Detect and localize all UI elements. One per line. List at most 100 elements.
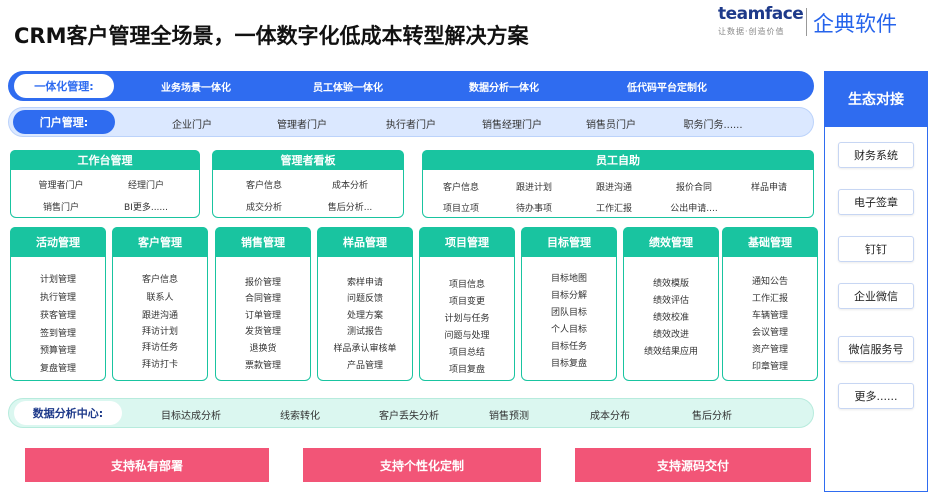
module-item: 项目信息 (448, 280, 486, 290)
module-item: 车辆管理 (751, 311, 789, 321)
analytics-item: 目标达成分析 (161, 411, 221, 422)
module-item: 索样申请 (346, 278, 384, 288)
dashboard-item: 成本分析 (331, 181, 369, 191)
analytics-label: 数据分析中心: (14, 401, 122, 425)
module-activity: 活动管理 计划管理 执行管理 获客管理 签到管理 预算管理 复盘管理 (10, 227, 106, 381)
integration-item: 低代码平台定制化 (627, 83, 707, 94)
analytics-item: 售后分析 (692, 411, 732, 422)
module-item: 工作汇报 (751, 294, 789, 304)
workbench-box: 工作台管理 管理者门户 经理门户 销售门户 BI更多...... (10, 150, 200, 218)
module-item: 项目复盘 (448, 365, 486, 375)
module-item: 联系人 (146, 293, 174, 303)
selfservice-item: 客户信息 (442, 183, 480, 193)
ecosystem-item: 企业微信 (838, 283, 914, 309)
cta-source-code: 支持源码交付 (575, 448, 811, 482)
integration-item: 数据分析一体化 (469, 83, 539, 94)
ecosystem-item: 更多...... (838, 383, 914, 409)
module-item: 预算管理 (39, 346, 77, 356)
module-item: 计划管理 (39, 275, 77, 285)
selfservice-title: 员工自助 (422, 150, 814, 170)
module-item: 合同管理 (244, 294, 282, 304)
module-item: 项目总结 (448, 348, 486, 358)
module-item: 退换货 (249, 344, 277, 354)
module-item: 绩效模版 (652, 279, 690, 289)
workbench-item: 销售门户 (42, 203, 80, 213)
module-customer: 客户管理 客户信息 联系人 跟进沟通 拜访计划 拜访任务 拜访打卡 (112, 227, 208, 381)
module-item: 拜访任务 (141, 343, 179, 353)
analytics-bar: 数据分析中心: 目标达成分析 线索转化 客户丢失分析 销售预测 成本分布 售后分… (8, 398, 814, 428)
module-item: 执行管理 (39, 293, 77, 303)
module-sample: 样品管理 索样申请 问题反馈 处理方案 测试报告 样品承认审核单 产品管理 (317, 227, 413, 381)
selfservice-item: 待办事项 (515, 204, 553, 214)
module-item: 资产管理 (751, 345, 789, 355)
module-basic: 基础管理 通知公告 工作汇报 车辆管理 会议管理 资产管理 印章管理 (722, 227, 818, 381)
selfservice-item: 项目立项 (442, 204, 480, 214)
integration-label: 一体化管理: (14, 74, 114, 98)
dashboard-title: 管理者看板 (212, 150, 404, 170)
integration-item: 业务场景一体化 (161, 83, 231, 94)
module-item: 目标复盘 (550, 359, 588, 369)
analytics-item: 线索转化 (280, 411, 320, 422)
module-title: 基础管理 (722, 227, 818, 257)
portal-item: 管理者门户 (277, 120, 327, 131)
brand-slogan: 让数据·创造价值 (718, 27, 785, 36)
portal-item: 销售员门户 (586, 120, 636, 131)
module-item: 样品承认审核单 (333, 344, 397, 354)
module-item: 项目变更 (448, 297, 486, 307)
portal-label: 门户管理: (13, 110, 115, 134)
module-item: 票款管理 (244, 361, 282, 371)
module-item: 获客管理 (39, 311, 77, 321)
page-title: CRM客户管理全场景，一体数字化低成本转型解决方案 (14, 24, 529, 48)
selfservice-box: 员工自助 客户信息 跟进计划 跟进沟通 报价合同 样品申请 项目立项 待办事项 … (422, 150, 814, 218)
module-item: 团队目标 (550, 308, 588, 318)
brand-logo: teamface 让数据·创造价值 企典软件 (718, 4, 928, 44)
module-title: 绩效管理 (623, 227, 719, 257)
module-item: 目标地图 (550, 274, 588, 284)
module-item: 跟进沟通 (141, 311, 179, 321)
portal-item: 职务门务...... (683, 120, 743, 131)
portal-item: 企业门户 (172, 120, 212, 131)
module-item: 处理方案 (346, 311, 384, 321)
module-item: 订单管理 (244, 311, 282, 321)
module-item: 印章管理 (751, 362, 789, 372)
selfservice-item: 跟进沟通 (595, 183, 633, 193)
module-item: 问题反馈 (346, 294, 384, 304)
dashboard-item: 售后分析... (327, 203, 373, 213)
integration-item: 员工体验一体化 (313, 83, 383, 94)
workbench-item: 管理者门户 (38, 181, 84, 191)
module-item: 测试报告 (346, 327, 384, 337)
module-item: 拜访计划 (141, 327, 179, 337)
module-item: 产品管理 (346, 361, 384, 371)
workbench-item: BI更多...... (124, 203, 168, 213)
module-item: 绩效结果应用 (643, 347, 699, 357)
module-sales: 销售管理 报价管理 合同管理 订单管理 发货管理 退换货 票款管理 (215, 227, 311, 381)
module-target: 目标管理 目标地图 目标分解 团队目标 个人目标 目标任务 目标复盘 (521, 227, 617, 381)
module-title: 销售管理 (215, 227, 311, 257)
analytics-item: 销售预测 (489, 411, 529, 422)
workbench-item: 经理门户 (127, 181, 165, 191)
module-item: 签到管理 (39, 329, 77, 339)
dashboard-item: 成交分析 (245, 203, 283, 213)
module-item: 通知公告 (751, 277, 789, 287)
selfservice-item: 样品申请 (750, 183, 788, 193)
brand-name-cn: 企典软件 (813, 12, 897, 36)
module-title: 项目管理 (419, 227, 515, 257)
module-title: 活动管理 (10, 227, 106, 257)
module-item: 会议管理 (751, 328, 789, 338)
ecosystem-item: 财务系统 (838, 142, 914, 168)
module-item: 发货管理 (244, 327, 282, 337)
selfservice-item: 公出申请.... (670, 204, 718, 214)
integration-bar: 一体化管理: 业务场景一体化 员工体验一体化 数据分析一体化 低代码平台定制化 (8, 71, 814, 101)
analytics-item: 客户丢失分析 (379, 411, 439, 422)
module-item: 问题与处理 (444, 331, 490, 341)
module-item: 拜访打卡 (141, 360, 179, 370)
module-item: 绩效改进 (652, 330, 690, 340)
module-project: 项目管理 项目信息 项目变更 计划与任务 问题与处理 项目总结 项目复盘 (419, 227, 515, 381)
module-item: 复盘管理 (39, 364, 77, 374)
module-item: 报价管理 (244, 278, 282, 288)
module-item: 客户信息 (141, 275, 179, 285)
module-item: 绩效校准 (652, 313, 690, 323)
ecosystem-item: 钉钉 (838, 236, 914, 262)
brand-name-en: teamface (718, 4, 804, 24)
cta-private-deploy: 支持私有部署 (25, 448, 269, 482)
